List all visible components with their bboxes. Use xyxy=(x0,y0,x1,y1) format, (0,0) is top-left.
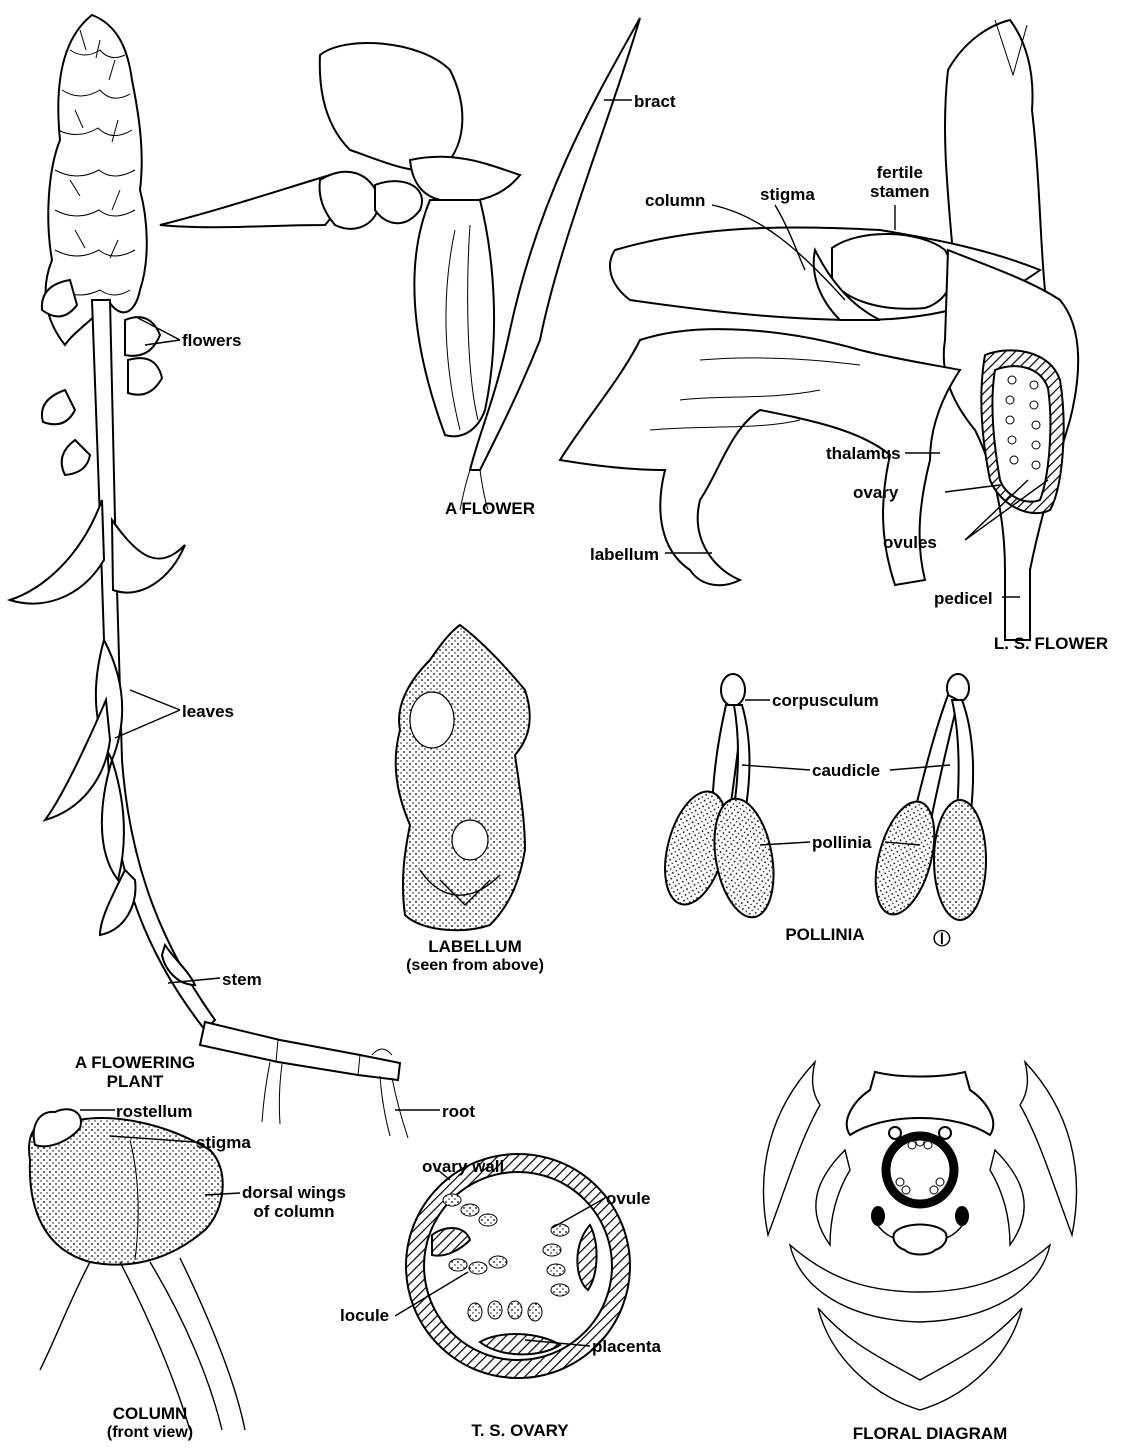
label-flowers: flowers xyxy=(182,332,242,349)
floral-diagram-drawing xyxy=(763,1062,1076,1410)
flower-bud xyxy=(42,390,75,424)
caption-a-flower: A FLOWER xyxy=(420,500,560,519)
a-flower-drawing xyxy=(160,18,640,510)
label-corpusculum: corpusculum xyxy=(772,692,879,709)
label-pedicel: pedicel xyxy=(934,590,993,607)
label-caudicle: caudicle xyxy=(812,762,880,779)
label-bract: bract xyxy=(634,93,676,110)
corpusculum-drawing xyxy=(721,674,745,706)
caption-labellum: LABELLUM (seen from above) xyxy=(380,938,570,974)
label-labellum: labellum xyxy=(590,546,659,563)
label-stamen: stamen xyxy=(870,183,930,200)
plant-leaf xyxy=(112,520,185,593)
label-placenta: placenta xyxy=(592,1338,661,1355)
zygomorphic-symbol: ⦶ xyxy=(922,926,962,952)
rhizome xyxy=(200,1022,400,1080)
label-stigma: stigma xyxy=(760,186,815,203)
labellum-drawing xyxy=(396,625,530,930)
caption-floral-diagram: FLORAL DIAGRAM xyxy=(835,1425,1025,1444)
caption-flowering-plant-line1: A FLOWERING xyxy=(40,1054,230,1073)
label-rostellum: rostellum xyxy=(116,1103,193,1120)
caption-labellum-line2: (seen from above) xyxy=(380,957,570,975)
pollinia-drawing xyxy=(654,674,986,922)
caption-column-line1: COLUMN xyxy=(70,1405,230,1424)
label-stem: stem xyxy=(222,971,262,988)
label-locule: locule xyxy=(340,1307,389,1324)
label-dorsal-wings: dorsal wings of column xyxy=(242,1184,346,1220)
plant-leaf xyxy=(45,700,110,820)
caption-column-line2: (front view) xyxy=(70,1424,230,1442)
caption-ts-ovary: T. S. OVARY xyxy=(440,1422,600,1441)
label-root: root xyxy=(442,1103,475,1120)
label-ovule: ovule xyxy=(606,1190,650,1207)
label-ovary-wall: ovary wall xyxy=(422,1158,504,1175)
caption-flowering-plant: A FLOWERING PLANT xyxy=(40,1054,230,1091)
caption-pollinia: POLLINIA xyxy=(770,926,880,945)
flower-bud xyxy=(62,440,90,475)
label-ovary: ovary xyxy=(853,484,898,501)
caption-ls-flower: L. S. FLOWER xyxy=(976,635,1126,654)
flower-bud xyxy=(128,358,162,395)
label-pollinia: pollinia xyxy=(812,834,872,851)
caption-flowering-plant-line2: PLANT xyxy=(40,1073,230,1092)
label-column: column xyxy=(645,192,705,209)
label-column-stigma: stigma xyxy=(196,1134,251,1151)
column-drawing xyxy=(29,1109,245,1430)
caption-labellum-line1: LABELLUM xyxy=(380,938,570,957)
label-dorsal-wings-line1: dorsal wings xyxy=(242,1184,346,1201)
label-fertile-stamen: fertile stamen xyxy=(870,164,930,200)
caption-column: COLUMN (front view) xyxy=(70,1405,230,1441)
label-thalamus: thalamus xyxy=(826,445,901,462)
label-ovules: ovules xyxy=(883,534,937,551)
label-leaves: leaves xyxy=(182,703,234,720)
label-fertile: fertile xyxy=(870,164,930,181)
plant-leaf xyxy=(162,945,195,985)
plant-leaf xyxy=(10,500,104,604)
flower-bud xyxy=(125,317,160,356)
label-dorsal-wings-line2: of column xyxy=(242,1203,346,1220)
